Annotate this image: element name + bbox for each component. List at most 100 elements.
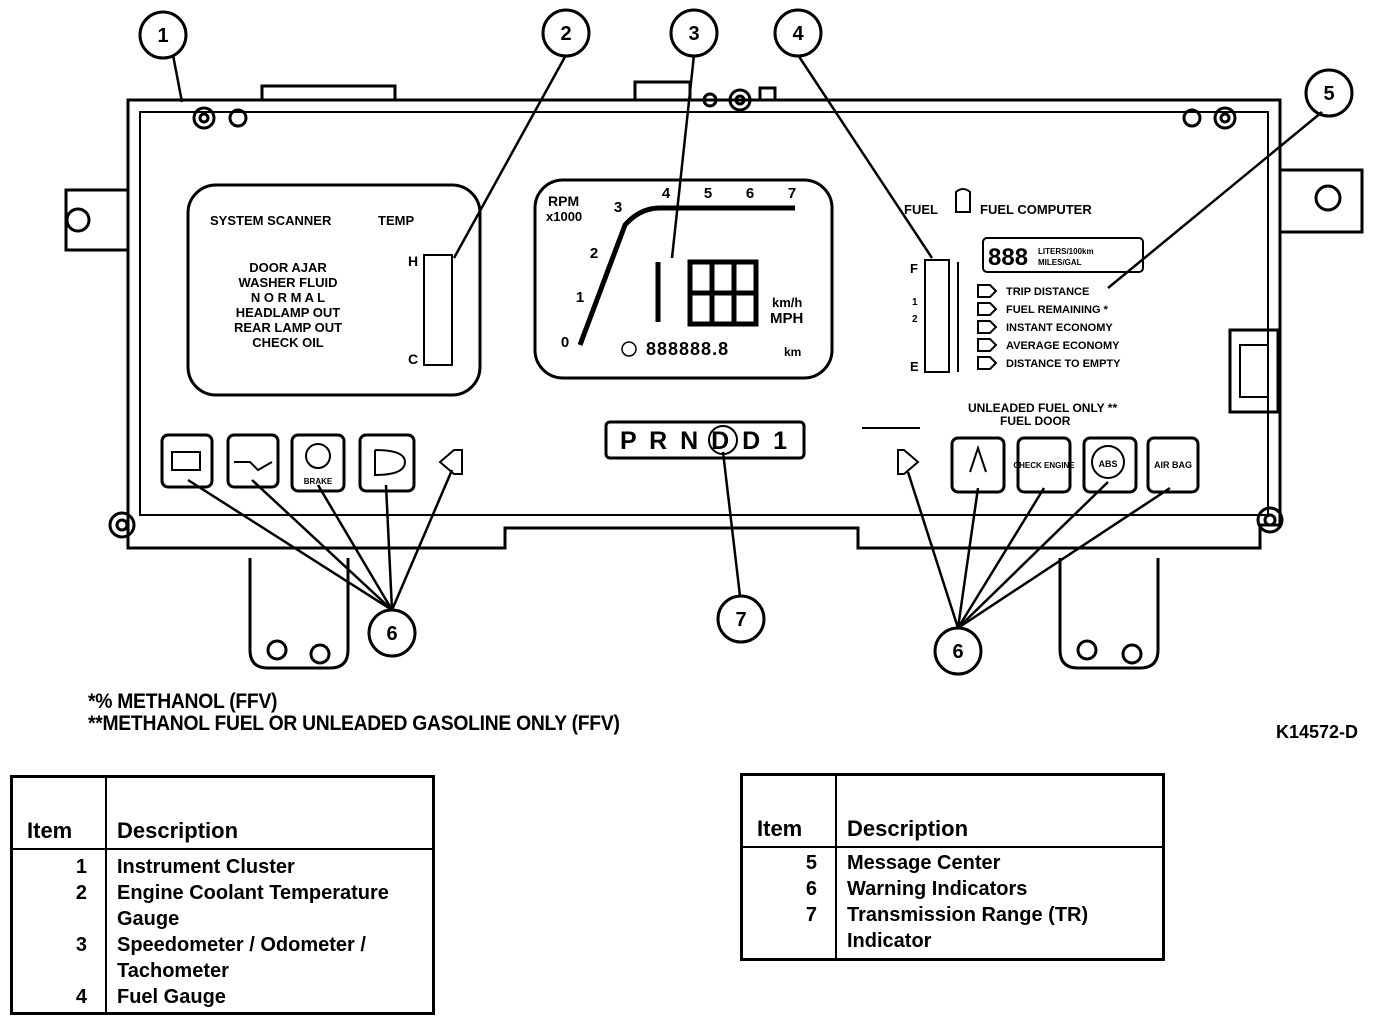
- legend-description: Message Center: [847, 851, 1001, 874]
- table-row: 6 Warning Indicators: [741, 875, 1164, 902]
- battery-lamp: [160, 433, 214, 489]
- rpm-multiplier: x1000: [546, 209, 582, 224]
- figure-id: K14572-D: [1276, 722, 1359, 742]
- footnote-fuel: **METHANOL FUEL OR UNLEADED GASOLINE ONL…: [88, 712, 620, 735]
- legend-header-description: Description: [106, 776, 434, 850]
- rpm-tick: 6: [746, 185, 754, 202]
- fuel-computer-item: AVERAGE ECONOMY: [1006, 340, 1120, 352]
- leader-lines: [171, 54, 1323, 630]
- fuel-computer-item: FUEL REMAINING *: [1006, 304, 1109, 316]
- temp-cold-label: C: [408, 351, 418, 367]
- scanner-message: WASHER FLUID: [239, 275, 338, 290]
- callout-2: [541, 8, 591, 58]
- fuel-computer-item: DISTANCE TO EMPTY: [1006, 358, 1121, 370]
- fuel-computer-value: 888: [988, 244, 1028, 271]
- right-leg: [1058, 558, 1160, 670]
- connector: [1228, 328, 1280, 414]
- scanner-message: DOOR AJAR: [249, 260, 327, 275]
- callout-5: [1304, 68, 1354, 118]
- callout-3-label: 3: [688, 23, 699, 45]
- oil-can-icon: [234, 461, 273, 472]
- fuel-computer-display: [982, 237, 1144, 273]
- unit-mph: MPH: [770, 310, 803, 327]
- brake-label: BRAKE: [304, 477, 333, 486]
- brake-lamp: [290, 433, 346, 493]
- scanner-title: SYSTEM SCANNER: [210, 213, 332, 228]
- prnd-indicator: [604, 420, 806, 460]
- callout-3: [669, 8, 719, 58]
- scanner-message: N O R M A L: [251, 290, 325, 305]
- legend-item: 6: [741, 875, 837, 902]
- scanner-temp-label: TEMP: [378, 213, 414, 228]
- abs-lamp: [1082, 436, 1138, 494]
- tach-arc: [577, 205, 795, 346]
- rpm-tick: 2: [590, 245, 598, 262]
- air-bag-label: AIR BAG: [1154, 460, 1192, 470]
- temp-gauge-bar: [423, 254, 453, 366]
- callout-6-left-label: 6: [386, 623, 397, 645]
- callout-1: [138, 10, 188, 60]
- fuel-pump-icon: [955, 188, 971, 213]
- left-leg: [248, 558, 350, 670]
- fuel-computer-items: TRIP DISTANCE FUEL REMAINING * INSTANT E…: [1006, 286, 1121, 370]
- fuel-half-num: 1: [912, 297, 918, 308]
- legend-description: Transmission Range (TR) Indicator: [847, 903, 1089, 952]
- scanner-message: REAR LAMP OUT: [234, 320, 342, 335]
- unleaded-note: UNLEADED FUEL ONLY **: [968, 401, 1117, 415]
- table-row: 1 Instrument Cluster: [11, 848, 434, 880]
- rpm-label: RPM: [548, 193, 579, 209]
- table-row: 4 Fuel Gauge: [11, 983, 434, 1013]
- callout-6-left: [367, 608, 417, 658]
- fuel-full-label: F: [910, 261, 918, 276]
- rpm-tick: 1: [576, 289, 584, 306]
- legend-description: Instrument Cluster: [117, 855, 295, 878]
- seatbelt-icon: [969, 444, 987, 473]
- fuel-computer-item: INSTANT ECONOMY: [1006, 322, 1113, 334]
- legend-item: 2: [11, 879, 107, 932]
- system-scanner-panel: [186, 183, 482, 397]
- rpm-tick: 3: [614, 199, 622, 216]
- odometer-unit: km: [784, 345, 801, 359]
- fuel-computer-units-1: LITERS/100km: [1038, 247, 1094, 256]
- callout-4: [773, 8, 823, 58]
- headlamp-icon: [374, 449, 407, 477]
- callout-7: [716, 594, 766, 644]
- callout-2-label: 2: [560, 23, 571, 45]
- callout-5-label: 5: [1323, 83, 1334, 105]
- fuel-label: FUEL: [904, 202, 938, 217]
- fuel-half-den: 2: [912, 314, 918, 325]
- fuel-door-label: FUEL DOOR: [1000, 414, 1071, 428]
- right-turn-arrow-icon: [897, 449, 920, 475]
- legend-table-right: Item Description 5 Message Center 6 Warn…: [740, 773, 1165, 961]
- legend-description: Speedometer / Odometer / Tachometer: [117, 933, 366, 982]
- cluster-housing: [126, 98, 1282, 550]
- speedometer-panel: [533, 178, 834, 380]
- rpm-tick: 4: [662, 185, 671, 202]
- odometer-circle-icon: [621, 341, 637, 357]
- callout-6-right-label: 6: [952, 641, 963, 663]
- bolts: [65, 88, 1342, 665]
- table-row: 2 Engine Coolant Temperature Gauge: [11, 879, 434, 932]
- legend-header-description: Description: [836, 774, 1164, 848]
- brake-icon: [305, 443, 331, 469]
- fuel-computer-units-2: MILES/GAL: [1038, 258, 1082, 267]
- abs-label: ABS: [1098, 459, 1117, 469]
- callout-circles: [138, 8, 1354, 676]
- legend-item: 7: [741, 901, 837, 959]
- legend-item: 5: [741, 846, 837, 876]
- check-engine-lamp: [1016, 436, 1072, 494]
- table-row: 5 Message Center: [741, 846, 1164, 876]
- legend-header-item: Item: [11, 776, 107, 850]
- callout-7-label: 7: [735, 609, 746, 631]
- table-row: 3 Speedometer / Odometer / Tachometer: [11, 931, 434, 984]
- rpm-tick: 0: [561, 334, 569, 351]
- fuel-computer-arrows: [977, 284, 998, 370]
- unit-kmh: km/h: [772, 295, 802, 310]
- legend-item: 3: [11, 931, 107, 984]
- left-bracket: [64, 188, 128, 252]
- fuel-computer-title: FUEL COMPUTER: [980, 202, 1092, 217]
- rpm-tick: 5: [704, 185, 712, 202]
- battery-icon: [171, 451, 201, 471]
- fuel-computer-item: TRIP DISTANCE: [1006, 286, 1089, 298]
- legend-header-item: Item: [741, 774, 837, 848]
